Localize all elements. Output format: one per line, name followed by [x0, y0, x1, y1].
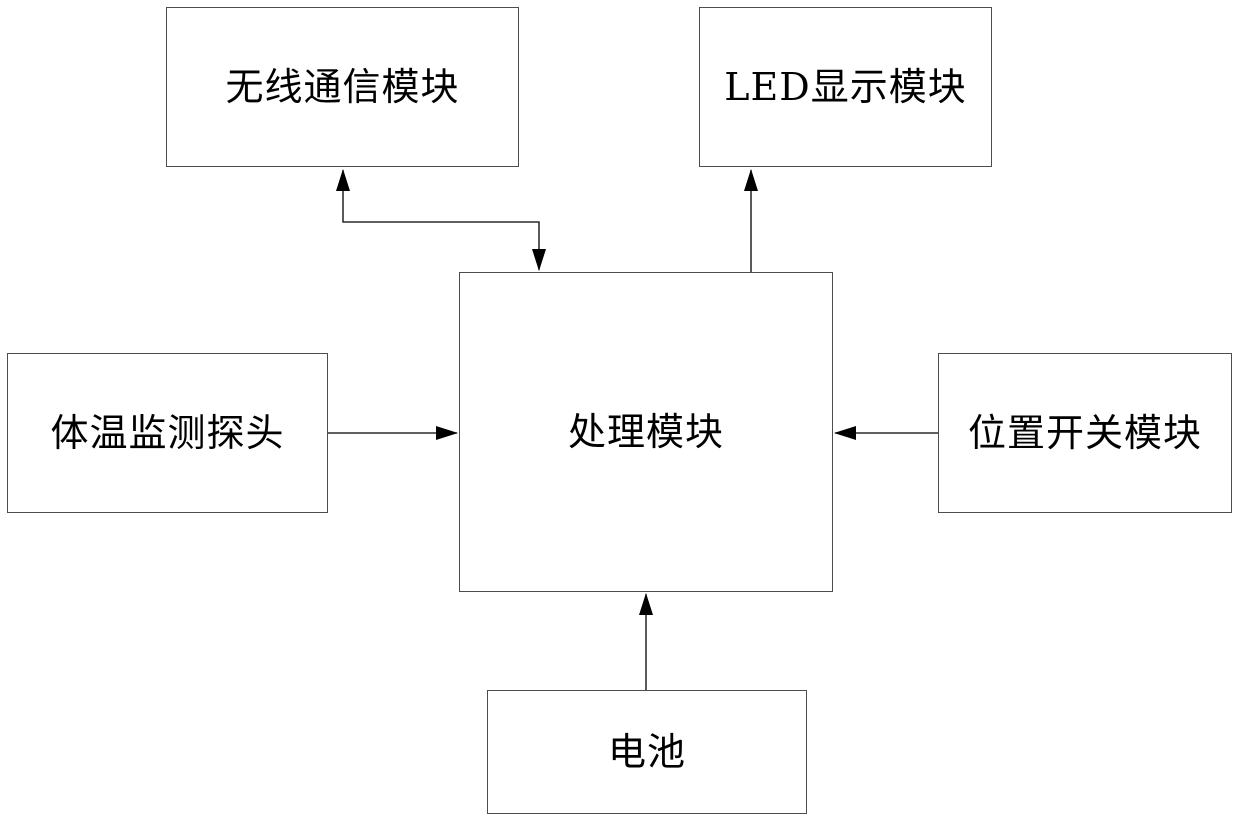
wireless-module-label: 无线通信模块: [225, 63, 459, 111]
temperature-probe-label: 体温监测探头: [50, 409, 284, 457]
position-switch-module-label: 位置开关模块: [965, 409, 1205, 457]
wireless-module-box: 无线通信模块: [166, 7, 519, 167]
edge-processing-wireless: [343, 170, 539, 270]
battery-box: 电池: [487, 690, 807, 814]
temperature-probe-box: 体温监测探头: [7, 353, 328, 513]
battery-label: 电池: [608, 728, 686, 776]
led-display-module-box: LED显示模块: [699, 7, 992, 167]
processing-module-label: 处理模块: [568, 408, 724, 456]
processing-module-box: 处理模块: [459, 272, 833, 592]
led-display-module-label: LED显示模块: [724, 63, 966, 111]
position-switch-module-box: 位置开关模块: [938, 353, 1232, 513]
